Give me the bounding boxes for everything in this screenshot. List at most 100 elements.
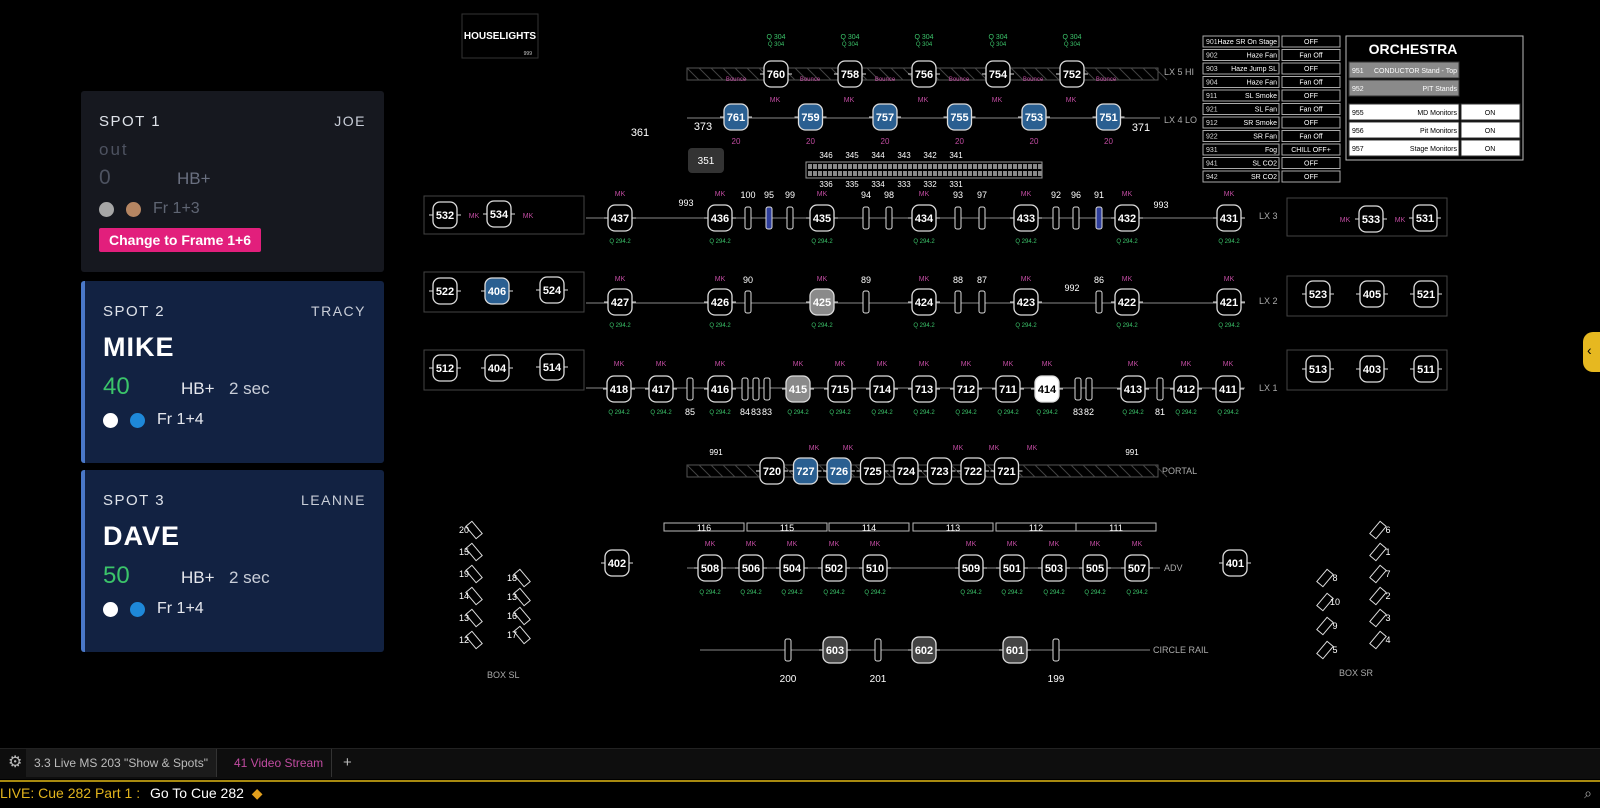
effect-value-cell[interactable]	[1281, 130, 1341, 142]
unit-82[interactable]	[1085, 377, 1093, 401]
fixture-432[interactable]: 432	[1111, 204, 1143, 232]
unit-87[interactable]	[978, 290, 986, 314]
unit-85[interactable]	[686, 377, 694, 401]
fixture-531[interactable]: 531	[1409, 204, 1441, 232]
fixture-424[interactable]: 424	[908, 288, 940, 316]
search-icon[interactable]: ⌕	[1584, 785, 1592, 801]
orchestra-item[interactable]	[1348, 79, 1460, 97]
tab-video-stream[interactable]: 41 Video Stream	[226, 749, 333, 777]
fixture-725[interactable]: 725	[856, 457, 889, 485]
fixture-401[interactable]: 401	[1219, 549, 1251, 577]
boom-unit-17[interactable]: 17	[507, 625, 531, 645]
orchestra-item[interactable]	[1348, 139, 1460, 157]
boom-unit-14[interactable]: 14	[459, 586, 483, 606]
unit-84[interactable]	[741, 377, 749, 401]
houselights-button[interactable]: HOUSELIGHTS 999	[461, 13, 539, 59]
boom-unit-13[interactable]: 13	[459, 608, 483, 628]
change-frame-button[interactable]: Change to Frame 1+6	[99, 228, 261, 252]
fixture-533[interactable]: 533	[1355, 205, 1387, 233]
fixture-513[interactable]: 513	[1302, 355, 1334, 383]
side-expand-tab[interactable]: ‹	[1583, 332, 1600, 372]
fixture-726[interactable]: 726	[823, 457, 855, 485]
tab-live-show-spots[interactable]: 3.3 Live MS 203 "Show & Spots"	[26, 749, 217, 777]
boom-unit-15[interactable]: 15	[459, 542, 483, 562]
fixture-406[interactable]: 406	[481, 277, 513, 305]
fixture-437[interactable]: 437	[604, 204, 636, 232]
orchestra-value-cell[interactable]	[1460, 103, 1521, 121]
add-tab-button[interactable]: +	[343, 754, 352, 771]
effect-value-cell[interactable]	[1281, 170, 1341, 183]
fixture-720[interactable]: 720	[756, 457, 788, 485]
fixture-602[interactable]: 602	[908, 636, 940, 664]
fixture-715[interactable]: 715	[824, 375, 856, 403]
fixture-502[interactable]: 502	[818, 554, 850, 582]
effect-value-cell[interactable]	[1281, 35, 1341, 48]
fixture-404[interactable]: 404	[481, 354, 513, 382]
fixture-752[interactable]: 752	[1056, 60, 1088, 88]
fixture-724[interactable]: 724	[890, 457, 922, 485]
fixture-405[interactable]: 405	[1356, 280, 1388, 308]
boom-unit-7[interactable]: 7	[1369, 564, 1391, 584]
unit-199[interactable]	[1052, 638, 1060, 662]
fixture-603[interactable]: 603	[819, 636, 851, 664]
fixture-751[interactable]: 751	[1092, 103, 1125, 131]
fixture-505[interactable]: 505	[1079, 554, 1111, 582]
fixture-757[interactable]: 757	[869, 103, 901, 131]
unit-200[interactable]	[784, 638, 792, 662]
fixture-422[interactable]: 422	[1111, 288, 1143, 316]
unit-351[interactable]	[688, 148, 724, 173]
fixture-418[interactable]: 418	[603, 375, 635, 403]
fixture-433[interactable]: 433	[1010, 204, 1042, 232]
fixture-753[interactable]: 753	[1018, 103, 1050, 131]
unit-91[interactable]	[1095, 206, 1103, 230]
fixture-601[interactable]: 601	[999, 636, 1031, 664]
fixture-713[interactable]: 713	[908, 375, 940, 403]
boom-unit-20[interactable]: 20	[459, 520, 483, 540]
fixture-402[interactable]: 402	[601, 549, 633, 577]
boom-unit-6[interactable]: 6	[1369, 520, 1391, 540]
unit-98[interactable]	[885, 206, 893, 230]
fixture-761[interactable]: 761	[720, 103, 752, 131]
unit-99[interactable]	[786, 206, 794, 230]
unit-96[interactable]	[1072, 206, 1080, 230]
fixture-504[interactable]: 504	[776, 554, 808, 582]
unit-100[interactable]	[744, 206, 752, 230]
fixture-522[interactable]: 522	[429, 277, 461, 305]
fixture-503[interactable]: 503	[1038, 554, 1070, 582]
fixture-434[interactable]: 434	[908, 204, 940, 232]
fixture-760[interactable]: 760	[760, 60, 792, 88]
fixture-423[interactable]: 423	[1010, 288, 1042, 316]
boom-unit-19[interactable]: 19	[459, 564, 483, 584]
unit-201[interactable]	[874, 638, 882, 662]
orchestra-item[interactable]	[1348, 103, 1460, 121]
orchestra-item[interactable]	[1348, 121, 1460, 139]
fixture-417[interactable]: 417	[645, 375, 677, 403]
fixture-755[interactable]: 755	[943, 103, 976, 131]
boom-unit-1[interactable]: 1	[1369, 542, 1391, 562]
orchestra-value-cell[interactable]	[1460, 121, 1521, 139]
fixture-727[interactable]: 727	[789, 457, 822, 485]
boom-unit-16[interactable]: 16	[507, 606, 531, 626]
effect-value-cell[interactable]	[1281, 49, 1341, 61]
fixture-532[interactable]: 532	[429, 201, 461, 229]
fixture-412[interactable]: 412	[1170, 375, 1202, 403]
fixture-425[interactable]: 425	[806, 288, 838, 316]
fixture-524[interactable]: 524	[536, 276, 568, 304]
effect-value-cell[interactable]	[1281, 103, 1341, 115]
fixture-759[interactable]: 759	[794, 103, 827, 131]
fixture-723[interactable]: 723	[923, 457, 956, 485]
unit-89[interactable]	[862, 290, 870, 314]
fixture-514[interactable]: 514	[536, 353, 568, 381]
effect-value-cell[interactable]	[1281, 143, 1341, 156]
fixture-415[interactable]: 415	[782, 375, 814, 403]
boom-unit-8[interactable]: 8	[1316, 568, 1338, 588]
fixture-501[interactable]: 501	[996, 554, 1028, 582]
fixture-521[interactable]: 521	[1410, 280, 1442, 308]
fixture-427[interactable]: 427	[604, 288, 636, 316]
effect-value-cell[interactable]	[1281, 116, 1341, 129]
fixture-722[interactable]: 722	[957, 457, 989, 485]
fixture-758[interactable]: 758	[834, 60, 866, 88]
fixture-507[interactable]: 507	[1121, 554, 1153, 582]
orchestra-value-cell[interactable]	[1460, 139, 1521, 157]
fixture-711[interactable]: 711	[992, 375, 1024, 403]
